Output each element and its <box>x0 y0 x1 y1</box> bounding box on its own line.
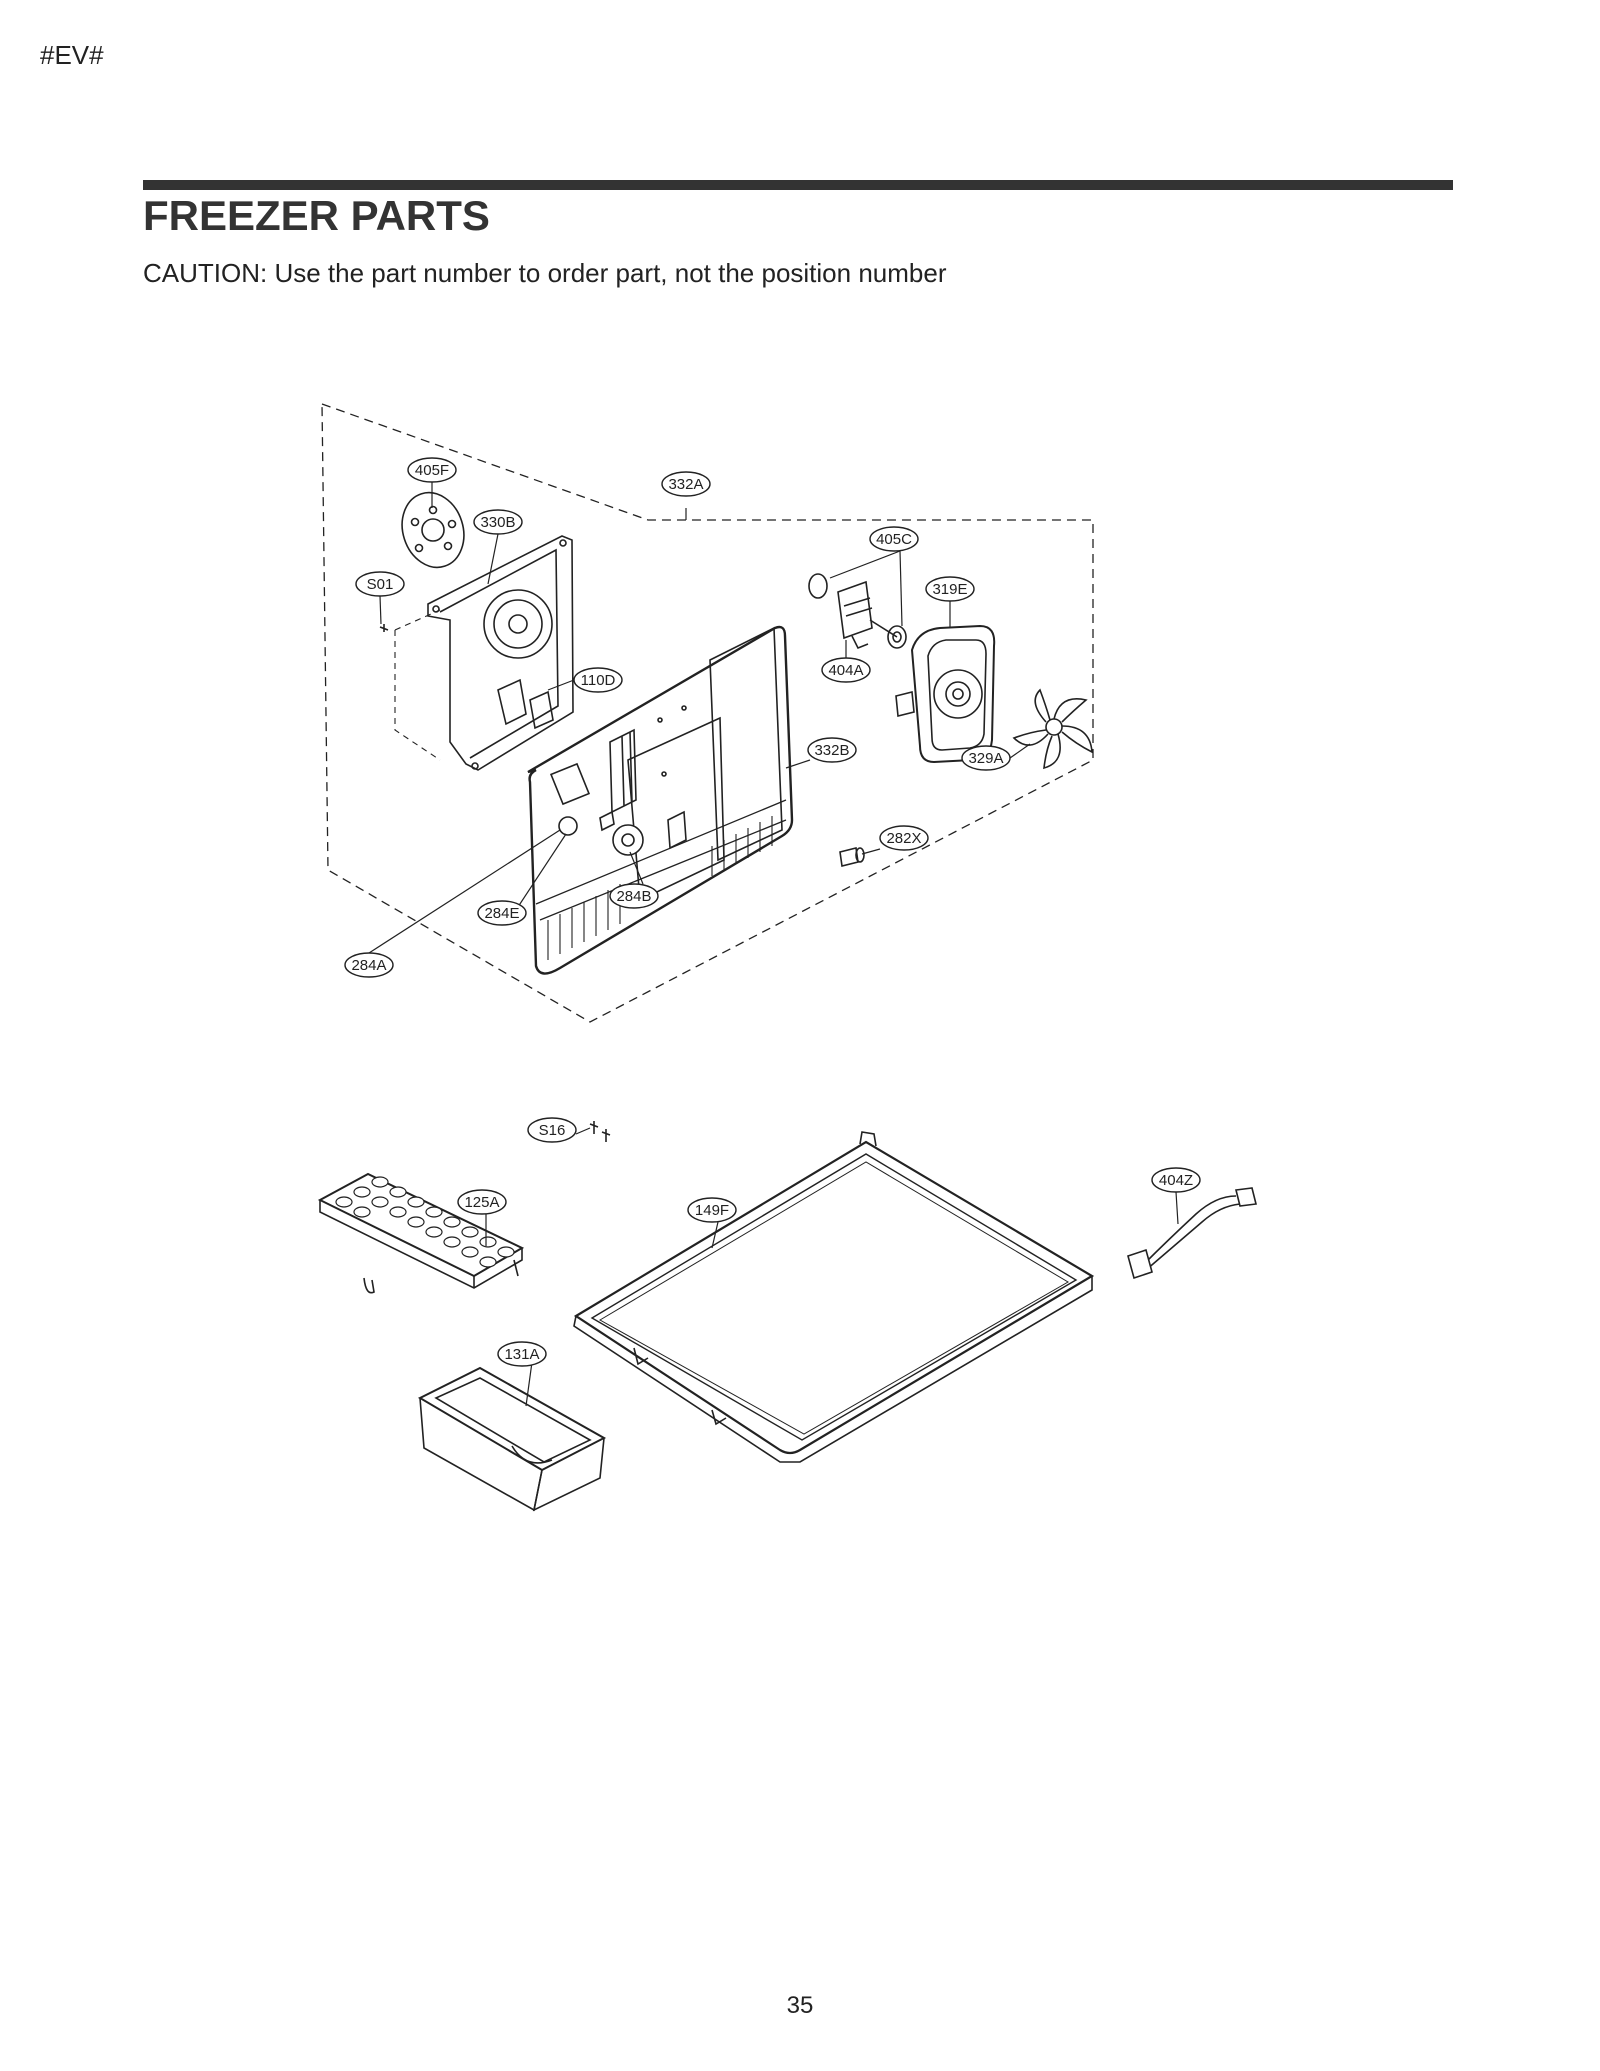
callout-oval <box>925 576 975 602</box>
callout-oval <box>661 471 711 497</box>
callout-284A: 284A <box>351 957 386 974</box>
callout-110D: 110D <box>581 672 616 689</box>
callout-oval <box>355 571 405 597</box>
leader-lines <box>368 482 1179 1407</box>
callout-oval <box>869 526 919 552</box>
part-332B-drawing <box>527 625 794 975</box>
callout-332A: 332A <box>668 476 703 493</box>
part-131A-drawing <box>417 1366 607 1512</box>
callout-oval <box>821 657 871 683</box>
page-title: FREEZER PARTS <box>143 192 490 239</box>
title-rule <box>143 180 1453 190</box>
part-282X-drawing <box>839 847 865 867</box>
part-S16-drawing <box>589 1121 611 1142</box>
callout-oval <box>473 509 523 535</box>
callout-282X: 282X <box>886 830 921 847</box>
callout-284B: 284B <box>616 888 651 905</box>
part-149F-drawing <box>573 1131 1095 1463</box>
callout-405C: 405C <box>876 531 912 548</box>
part-125A-drawing <box>317 1172 525 1294</box>
callout-404Z: 404Z <box>1159 1172 1193 1189</box>
part-319E-drawing <box>895 624 996 764</box>
page-number: 35 <box>786 1992 814 2019</box>
assembly-boundary <box>321 403 1094 1023</box>
callout-404A: 404A <box>828 662 863 679</box>
callout-oval <box>807 737 857 763</box>
callout-oval <box>344 952 394 978</box>
callout-332B: 332B <box>814 742 849 759</box>
part-404Z-drawing <box>1127 1187 1257 1280</box>
callout-149F: 149F <box>695 1202 729 1219</box>
callout-330B: 330B <box>480 514 515 531</box>
callout-oval <box>527 1117 577 1143</box>
callout-oval <box>1151 1167 1201 1193</box>
callout-oval <box>477 900 527 926</box>
callout-405F: 405F <box>415 462 449 479</box>
callout-329A: 329A <box>968 750 1003 767</box>
part-284E-drawing <box>558 810 615 836</box>
part-405F-drawing <box>401 491 465 569</box>
callout-131A: 131A <box>504 1346 539 1363</box>
caution-note: CAUTION: Use the part number to order pa… <box>143 258 947 288</box>
callout-oval <box>961 745 1011 771</box>
callout-oval <box>497 1341 547 1367</box>
part-330B-drawing <box>394 535 574 771</box>
part-404A-drawing <box>808 573 873 650</box>
callout-S16: S16 <box>539 1122 566 1139</box>
part-405C-drawing <box>869 619 907 649</box>
callout-319E: 319E <box>932 581 967 598</box>
document-tag: #EV# <box>40 40 104 70</box>
callout-oval <box>407 457 457 483</box>
callout-oval <box>879 825 929 851</box>
callout-oval <box>609 883 659 909</box>
part-329A-drawing <box>1012 688 1093 770</box>
callout-oval <box>457 1189 507 1215</box>
callout-oval <box>573 667 623 693</box>
callout-284E: 284E <box>484 905 519 922</box>
part-S01-drawing <box>379 624 389 632</box>
callout-125A: 125A <box>464 1194 499 1211</box>
callout-S01: S01 <box>367 576 394 593</box>
callout-oval <box>687 1197 737 1223</box>
